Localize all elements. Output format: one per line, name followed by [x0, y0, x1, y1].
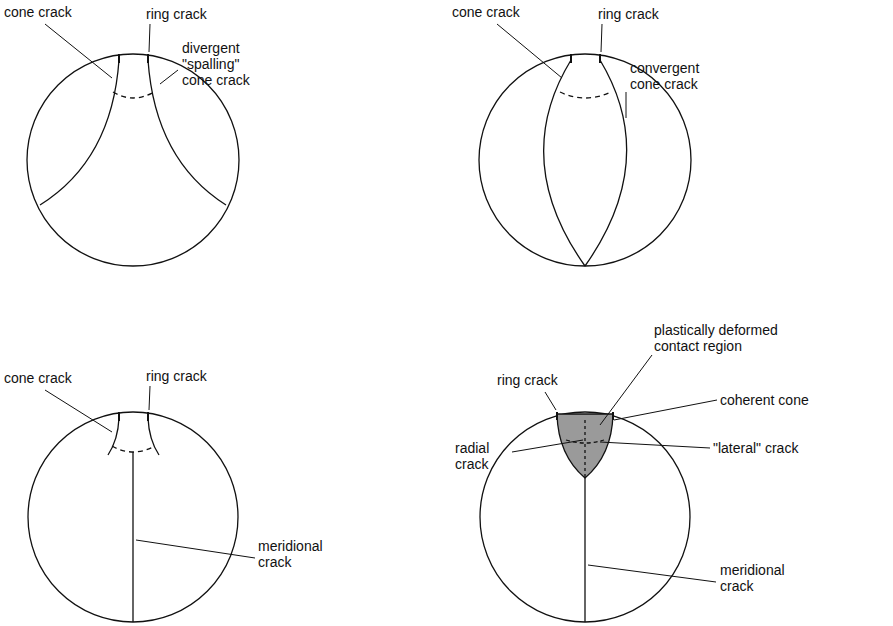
convergent-cone-line — [585, 60, 627, 266]
crack-label: ring crack — [497, 372, 597, 388]
sphere-outline — [28, 412, 238, 622]
crack-label: meridional crack — [720, 562, 802, 594]
sphere-outline — [480, 412, 690, 622]
leader-line — [149, 386, 150, 410]
crack-label: cone crack — [4, 4, 114, 20]
cone-crack-line — [108, 418, 119, 455]
radial-crack-line — [584, 420, 585, 478]
leader-line — [136, 540, 255, 558]
meridional-crack-line — [584, 478, 585, 622]
label-slot: cone crack — [4, 4, 114, 20]
crack-label: divergent "spalling" cone crack — [182, 40, 264, 88]
cone-crack-line — [148, 418, 159, 455]
crack-label: "lateral" crack — [713, 440, 833, 456]
label-slot: ring crack — [497, 372, 597, 388]
label-slot: "lateral" crack — [713, 440, 833, 456]
crack-label: coherent cone — [720, 392, 840, 408]
label-slot: ring crack — [146, 6, 256, 22]
label-slot: ring crack — [146, 368, 256, 384]
meridional-crack-line — [132, 452, 133, 622]
label-slot: plastically deformed contact region — [654, 322, 824, 354]
leader-line — [600, 442, 710, 448]
leader-line — [497, 24, 562, 78]
label-slot: meridional crack — [258, 538, 340, 570]
crack-label: cone crack — [4, 370, 114, 386]
leader-line — [512, 440, 583, 452]
label-slot: convergent cone crack — [630, 60, 722, 92]
leader-line — [545, 392, 556, 410]
convergent-cone-line — [544, 60, 585, 266]
leader-line — [160, 70, 178, 84]
crack-label: ring crack — [598, 6, 708, 22]
crack-label: convergent cone crack — [630, 60, 722, 92]
label-slot: ring crack — [598, 6, 708, 22]
crack-label: radial crack — [455, 440, 511, 472]
label-slot: cone crack — [4, 370, 114, 386]
crack-label: plastically deformed contact region — [654, 322, 824, 354]
leader-line — [588, 565, 716, 582]
cone-base-dashed — [113, 92, 154, 98]
crack-label: ring crack — [146, 6, 256, 22]
label-slot: cone crack — [452, 4, 562, 20]
cone-crack-line — [40, 60, 119, 205]
plastic-zone — [557, 414, 613, 478]
ring-crack-mark — [612, 412, 614, 420]
leader-line — [45, 390, 112, 432]
leader-line — [149, 24, 150, 52]
leader-line — [614, 400, 717, 420]
crack-label: meridional crack — [258, 538, 340, 570]
label-slot: radial crack — [455, 440, 511, 472]
cone-base-dashed — [112, 446, 155, 452]
label-slot: coherent cone — [720, 392, 840, 408]
cone-base-dashed — [560, 92, 611, 98]
label-slot: divergent "spalling" cone crack — [182, 40, 264, 88]
leader-line — [45, 24, 112, 78]
label-slot: meridional crack — [720, 562, 802, 594]
ring-crack-mark — [556, 412, 558, 420]
leader-line — [601, 24, 602, 52]
crack-label: ring crack — [146, 368, 256, 384]
leader-line — [626, 92, 627, 118]
crack-label: cone crack — [452, 4, 562, 20]
